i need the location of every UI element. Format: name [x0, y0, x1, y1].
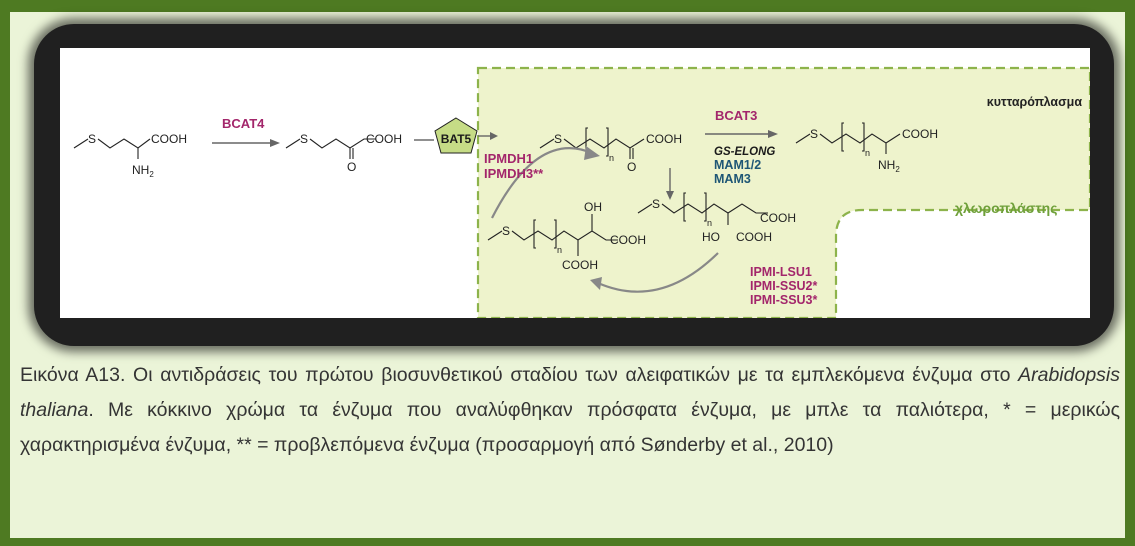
pathway-figure: κυτταρόπλασμα χλωροπλάστης S COOH NH2 BC…	[60, 48, 1090, 318]
keto-s: S	[300, 132, 308, 146]
cycle-arrowhead-left	[584, 146, 600, 160]
met-nh2: NH2	[132, 163, 154, 179]
hm-s: S	[810, 127, 818, 141]
ipm-n: n	[557, 245, 562, 255]
caption-text-2: . Με κόκκινο χρώμα τα ένζυμα που αναλύφθ…	[20, 399, 1120, 456]
figure-caption: Εικόνα Α13. Οι αντιδράσεις του πρώτου βι…	[20, 358, 1120, 463]
arrow-bcat4	[212, 139, 280, 147]
transporter-bat5: BAT5	[441, 132, 472, 146]
met-s: S	[88, 132, 96, 146]
pathway-diagram: κυτταρόπλασμα χλωροπλάστης S COOH NH2 BC…	[73, 66, 1090, 318]
k3-s: S	[554, 132, 562, 146]
ipm-s: S	[502, 224, 510, 238]
enzyme-gs-elong: GS-ELONG	[714, 146, 775, 158]
arrow-bcat3	[705, 130, 778, 138]
molecule-homomethionine	[795, 122, 901, 154]
arrow-mam	[666, 168, 674, 200]
k3-cooh: COOH	[646, 132, 682, 146]
enzyme-bcat4: BCAT4	[222, 116, 265, 131]
molecule-methionine	[73, 138, 151, 159]
enzyme-mam12: MAM1/2	[714, 158, 761, 172]
cycle-arrow-bottom	[597, 252, 719, 293]
ipm-cooh-2: COOH	[562, 258, 598, 272]
enzyme-ipmi-ssu2: IPMI-SSU2*	[750, 279, 818, 293]
caption-text-1: Εικόνα Α13. Οι αντιδράσεις του πρώτου βι…	[20, 364, 1019, 386]
chloroplast-region	[476, 66, 1090, 318]
ipm-oh: OH	[584, 200, 602, 214]
enzyme-bcat3: BCAT3	[715, 108, 757, 123]
hm-nh2: NH2	[878, 158, 900, 174]
caption-paragraph: Εικόνα Α13. Οι αντιδράσεις του πρώτου βι…	[20, 358, 1120, 463]
mal-ho: HO	[702, 230, 720, 244]
cycle-arrow-left	[491, 147, 595, 219]
hm-n: n	[865, 148, 870, 158]
enzyme-mam3: MAM3	[714, 172, 751, 186]
enzyme-ipmdh3: IPMDH3**	[484, 166, 544, 181]
keto-o: O	[347, 160, 356, 174]
ipm-cooh-1: COOH	[610, 233, 646, 247]
caption-species: Arabidopsis thaliana	[20, 364, 1120, 421]
cytoplasm-label: κυτταρόπλασμα	[987, 95, 1083, 109]
molecule-isopropylmalate	[487, 214, 618, 256]
met-cooh: COOH	[151, 132, 187, 146]
arrow-bat5	[478, 132, 498, 140]
bat5-transporter	[434, 117, 478, 154]
molecule-keto-acid	[285, 138, 376, 159]
mal-cooh-1: COOH	[760, 211, 796, 225]
molecule-malate	[637, 192, 768, 225]
enzyme-ipmdh1: IPMDH1	[484, 151, 533, 166]
enzyme-ipmi-ssu3: IPMI-SSU3*	[750, 293, 818, 307]
mal-n: n	[707, 218, 712, 228]
enzyme-ipmi-lsu1: IPMI-LSU1	[750, 265, 812, 279]
k3-o: O	[627, 160, 636, 174]
keto-cooh: COOH	[366, 132, 402, 146]
mal-s: S	[652, 197, 660, 211]
k3-n: n	[609, 153, 614, 163]
mal-cooh-2: COOH	[736, 230, 772, 244]
chloroplast-label: χλωροπλάστης	[955, 200, 1057, 216]
cycle-arrowhead-bottom	[590, 277, 602, 290]
hm-cooh: COOH	[902, 127, 938, 141]
